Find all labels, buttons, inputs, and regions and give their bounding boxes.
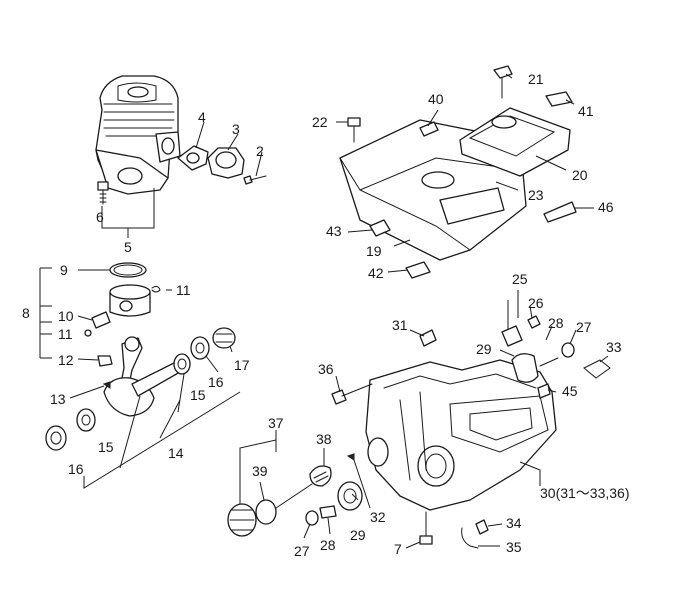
bolt-6: [97, 181, 109, 205]
label-27-right: 27: [576, 319, 592, 335]
ring-9: [109, 262, 147, 278]
label-8: 8: [22, 305, 30, 321]
crankcase-30: [365, 359, 557, 511]
label-20: 20: [572, 167, 588, 183]
piston-8: [109, 284, 151, 317]
label-23: 23: [528, 187, 544, 203]
label-29-bottom: 29: [350, 527, 366, 543]
label-31: 31: [392, 317, 408, 333]
label-22: 22: [312, 114, 328, 130]
cylinder-assembly: [95, 75, 181, 195]
oring-39: [255, 499, 277, 525]
label-28-bottom: 28: [320, 537, 336, 553]
label-29-right: 29: [476, 341, 492, 357]
leader-lines: [39, 73, 609, 549]
label-33: 33: [606, 339, 622, 355]
label-19: 19: [366, 243, 382, 259]
label-40: 40: [428, 91, 444, 107]
label-36: 36: [318, 361, 334, 377]
label-41: 41: [578, 103, 594, 119]
label-28-right: 28: [548, 315, 564, 331]
label-42: 42: [368, 265, 384, 281]
gasket-4: [177, 145, 209, 171]
label-37: 37: [268, 415, 284, 431]
label-3: 3: [232, 121, 240, 137]
intake-3: [207, 147, 245, 179]
label-12: 12: [58, 352, 74, 368]
seal-16a: [45, 425, 67, 451]
bearing-15b: [173, 353, 191, 375]
label-9: 9: [60, 262, 68, 278]
seal-16b: [190, 336, 210, 360]
label-39: 39: [252, 463, 268, 479]
screw-22: [347, 117, 361, 143]
spring-33: [583, 359, 611, 379]
label-13: 13: [50, 391, 66, 407]
nut-17: [212, 327, 236, 349]
label-21: 21: [528, 71, 544, 87]
label-16-right: 16: [208, 374, 224, 390]
mount-29b: [337, 481, 363, 511]
part-labels: 2 3 4 5 6 8 9 10 11 11 12 13 14 15 15 16…: [22, 71, 630, 559]
plug-32: [346, 453, 355, 461]
labels-40-41-42-43-46: [369, 91, 577, 279]
hose-34-35: [461, 519, 489, 549]
pin-10: [91, 311, 111, 329]
filter-38: [275, 465, 332, 509]
label-6: 6: [96, 209, 104, 225]
label-25: 25: [512, 271, 528, 287]
bearing-15a: [76, 408, 96, 432]
crankshaft-14: [103, 336, 181, 417]
fitting-28b: [319, 505, 337, 519]
clip-11: [151, 285, 161, 293]
label-5: 5: [124, 239, 132, 255]
label-11-piston: 11: [176, 282, 191, 298]
label-34: 34: [506, 515, 522, 531]
label-10: 10: [58, 308, 74, 324]
label-14: 14: [168, 445, 184, 461]
av-mount-25: [501, 315, 575, 399]
label-15-left: 15: [98, 439, 114, 455]
label-7: 7: [394, 541, 402, 557]
screw-2: [243, 175, 267, 185]
bearing-12: [97, 355, 113, 367]
label-15-right: 15: [190, 387, 206, 403]
label-32: 32: [370, 509, 386, 525]
label-2: 2: [256, 143, 264, 159]
label-26: 26: [528, 295, 544, 311]
label-45: 45: [562, 383, 578, 399]
bolt-36: [331, 383, 373, 405]
label-27-bottom: 27: [294, 543, 310, 559]
knob-21: [493, 65, 513, 99]
fitting-7: [419, 511, 433, 545]
cap-37: [227, 503, 257, 537]
label-35: 35: [506, 539, 522, 555]
label-17: 17: [234, 357, 250, 373]
label-11-pin: 11: [58, 326, 73, 342]
key-13: [102, 381, 111, 389]
washer-27b: [305, 510, 319, 526]
clip-11b: [84, 329, 92, 337]
label-30: 30(31〜33,36): [540, 485, 630, 501]
label-4: 4: [198, 109, 206, 125]
label-38: 38: [316, 431, 332, 447]
label-16-left: 16: [68, 461, 84, 477]
label-31: [419, 329, 437, 347]
label-46: 46: [598, 199, 614, 215]
label-43: 43: [326, 223, 342, 239]
